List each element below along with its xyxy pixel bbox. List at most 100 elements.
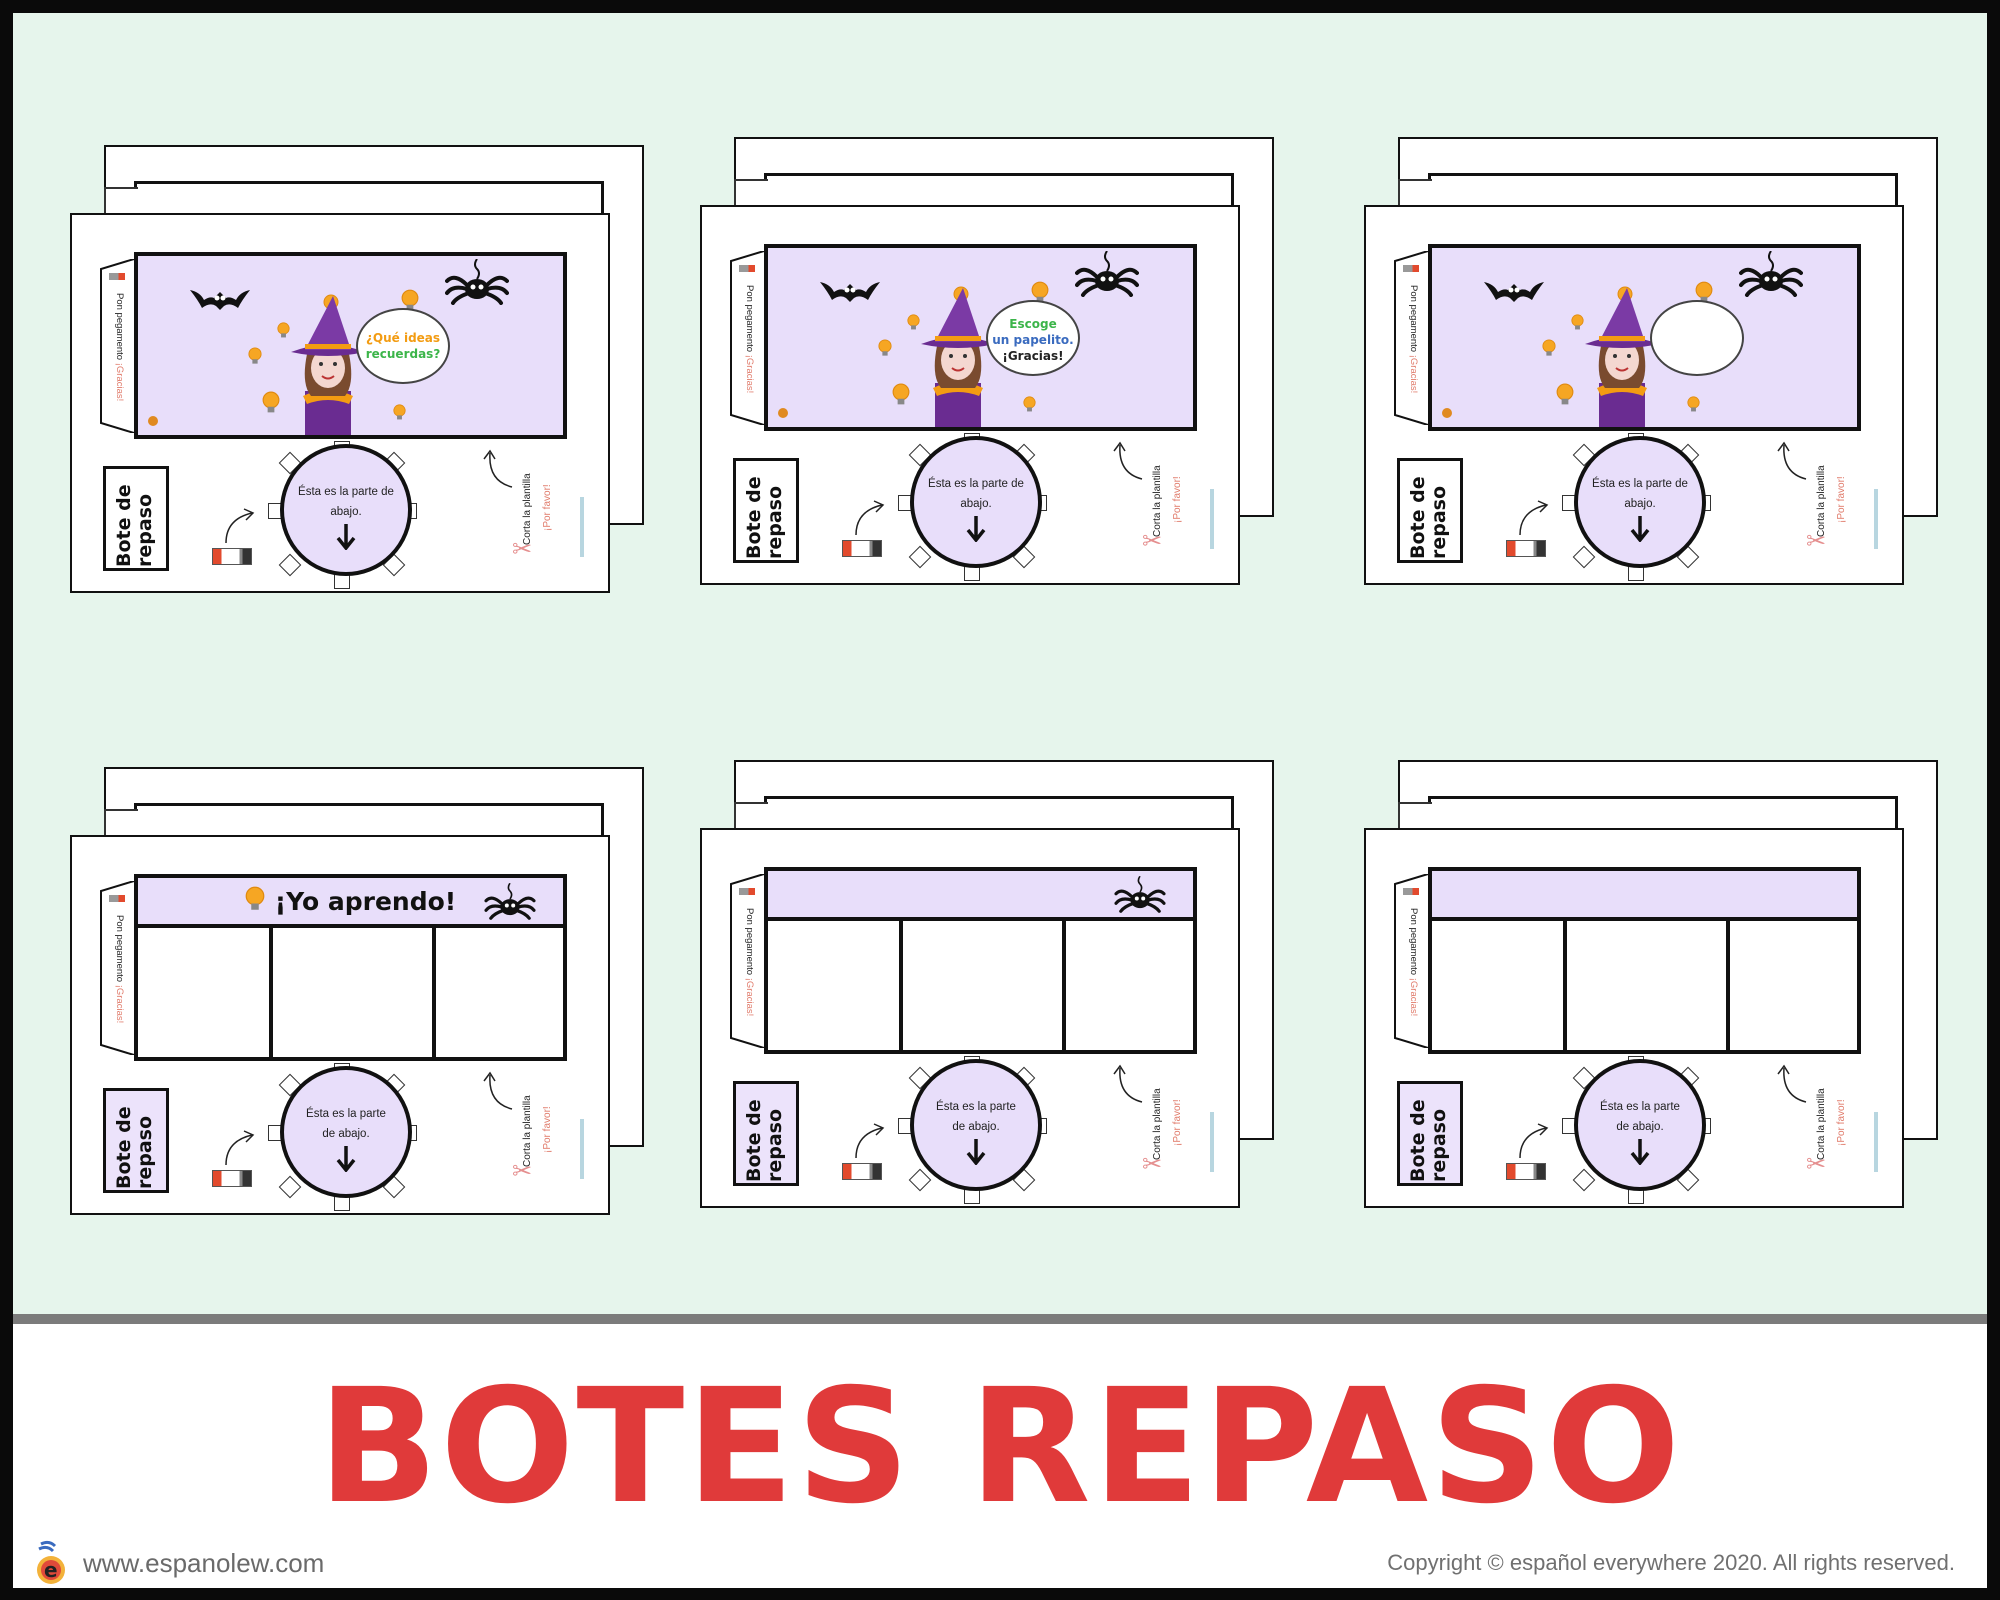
flap-text: Pon pegamento ¡Gracias!: [114, 915, 125, 1023]
cut-please: ¡Por favor!: [542, 484, 553, 531]
answer-box[interactable]: [436, 928, 563, 1057]
flap-instruction: Pon pegamento: [744, 908, 755, 976]
watermark-logo-icon: [1874, 1112, 1878, 1172]
watermark-logo-icon: [580, 1119, 584, 1179]
lightbulb-icon: [393, 404, 406, 425]
cut-please: ¡Por favor!: [1172, 1099, 1183, 1146]
answer-grid: [138, 924, 563, 1057]
bottom-text-line: Ésta es la parte: [1600, 1101, 1680, 1113]
flap-thanks: ¡Gracias!: [114, 984, 125, 1024]
speech-bubble-line: un papelito.: [992, 333, 1074, 347]
scissors-icon: ✂: [1142, 1151, 1163, 1178]
template-card[interactable]: Pon pegamento ¡Gracias! ¡Yo aprendo! Ésta …: [70, 767, 644, 1215]
svg-text:e: e: [44, 1558, 58, 1582]
lightbulb-icon: [1023, 396, 1036, 417]
speech-bubble: [1650, 300, 1744, 376]
answer-box[interactable]: [138, 928, 274, 1057]
answer-box[interactable]: [1432, 921, 1568, 1050]
bote-label-line: Bote de: [1407, 476, 1429, 559]
flap-instruction: Pon pegamento: [1408, 285, 1419, 353]
glue-stick-icon: [1506, 1163, 1546, 1180]
template-card[interactable]: Pon pegamento ¡Gracias! Escoge un papelito…: [700, 137, 1274, 585]
answer-box[interactable]: [273, 928, 437, 1057]
spider-icon: [1114, 875, 1166, 917]
flap-text: Pon pegamento ¡Gracias!: [1408, 285, 1419, 393]
cut-please: ¡Por favor!: [1836, 1099, 1847, 1146]
glue-stick-icon: [842, 540, 882, 557]
bottom-text-line: abajo.: [960, 498, 992, 510]
curved-arrow-icon: [1516, 1120, 1556, 1165]
curved-arrow-icon: [482, 1069, 516, 1116]
flap-instruction: Pon pegamento: [114, 915, 125, 983]
glue-stick-icon: [212, 1170, 252, 1187]
lightbulb-icon: [1031, 281, 1049, 309]
flap-thanks: ¡Gracias!: [744, 977, 755, 1017]
answer-grid: [1432, 917, 1857, 1050]
template-banner: Escoge un papelito. ¡Gracias!: [764, 244, 1197, 431]
cut-please: ¡Por favor!: [1172, 476, 1183, 523]
lightbulb-icon: [401, 289, 419, 317]
glue-stick-icon: [212, 548, 252, 565]
footer-panel: BOTES REPASO e www.espanolew.com Copyrig…: [13, 1324, 1987, 1588]
answer-box[interactable]: [768, 921, 904, 1050]
answer-box[interactable]: [1730, 921, 1857, 1050]
curved-arrow-icon: [852, 497, 892, 542]
arrow-down-icon: [914, 1139, 1038, 1172]
template-card[interactable]: Pon pegamento ¡Gracias! Ésta es la parte …: [1364, 137, 1938, 585]
bote-label-line: repaso: [764, 485, 786, 559]
curved-arrow-icon: [1776, 439, 1810, 486]
circle-tab: [1572, 1168, 1596, 1192]
template-banner: [1428, 244, 1861, 431]
glue-flap: Pon pegamento ¡Gracias!: [1393, 251, 1429, 425]
bottom-text-line: abajo.: [330, 506, 362, 518]
circle-tab: [908, 545, 932, 569]
website-link[interactable]: www.espanolew.com: [83, 1547, 325, 1578]
bottom-text-line: Ésta es la parte de: [298, 486, 394, 498]
spider-icon: [484, 882, 536, 924]
brand-mini-logo-icon: [778, 408, 788, 418]
bottom-text-line: Ésta es la parte de: [928, 478, 1024, 490]
lightbulb-icon: [1556, 383, 1574, 411]
lightbulb-icon: [878, 339, 892, 362]
header-text: ¡Yo aprendo!: [274, 886, 457, 916]
lightbulb-icon: [248, 347, 262, 370]
bote-label-line: Bote de: [1407, 1099, 1429, 1182]
bottom-text-line: abajo.: [1624, 498, 1656, 510]
cut-please: ¡Por favor!: [1836, 476, 1847, 523]
flap-text: Pon pegamento ¡Gracias!: [744, 285, 755, 393]
lightbulb-icon: [262, 391, 280, 419]
bottom-circle: Ésta es la parte de abajo.: [910, 436, 1042, 568]
answer-box[interactable]: [1567, 921, 1731, 1050]
glue-flap: Pon pegamento ¡Gracias!: [1393, 874, 1429, 1048]
bottom-text-line: Ésta es la parte: [306, 1108, 386, 1120]
curved-arrow-icon: [1776, 1062, 1810, 1109]
bote-label-line: Bote de: [743, 1099, 765, 1182]
curved-arrow-icon: [1112, 439, 1146, 486]
speech-bubble-line: Escoge: [1009, 317, 1057, 331]
scissors-icon: ✂: [512, 1158, 533, 1185]
curved-arrow-icon: [482, 447, 516, 494]
front-sheet: Pon pegamento ¡Gracias! ¡Yo aprendo! Ésta …: [70, 835, 610, 1215]
answer-box[interactable]: [903, 921, 1067, 1050]
glue-flap: Pon pegamento ¡Gracias!: [99, 259, 135, 433]
speech-bubble-line: ¡Gracias!: [1002, 349, 1064, 363]
curved-arrow-icon: [852, 1120, 892, 1165]
watermark-logo-icon: [580, 497, 584, 557]
arrow-down-icon: [1578, 516, 1702, 549]
answer-box[interactable]: [1066, 921, 1193, 1050]
bote-label-line: Bote de: [113, 1106, 135, 1189]
